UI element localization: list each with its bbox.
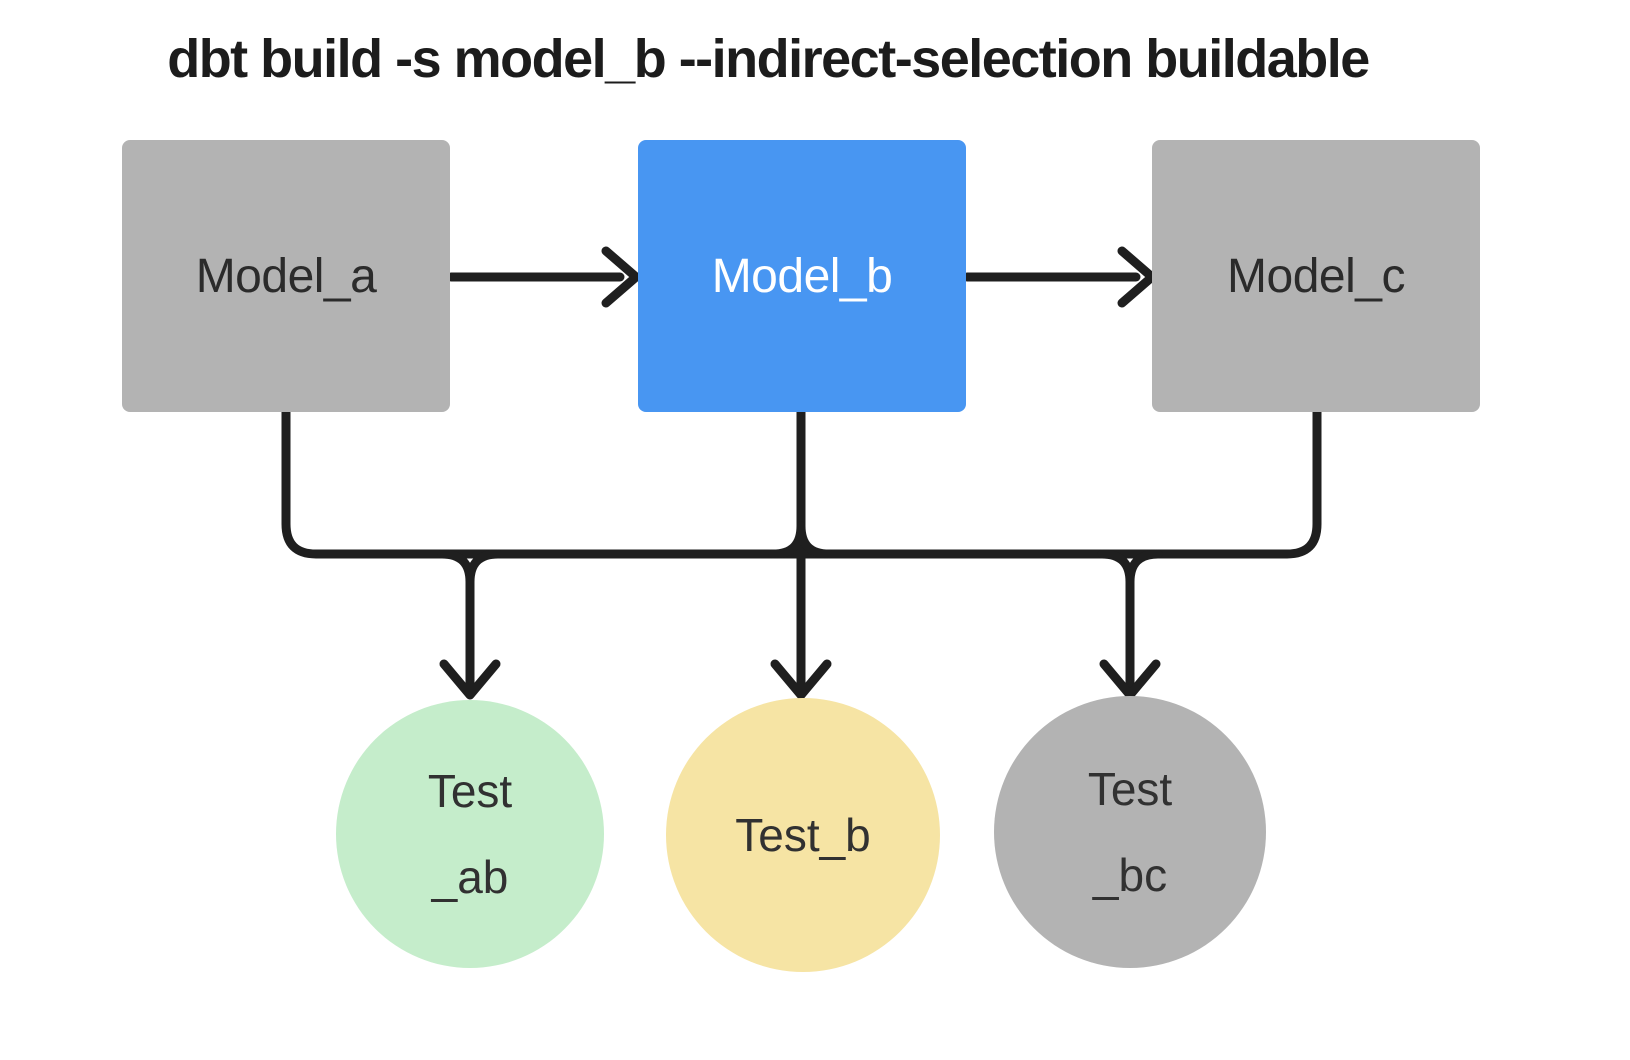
arrowhead-model-b bbox=[601, 246, 641, 308]
node-model-c: Model_c bbox=[1152, 140, 1480, 412]
arrowhead-test-b bbox=[770, 659, 832, 700]
diagram-title: dbt build -s model_b --indirect-selectio… bbox=[167, 29, 1370, 89]
arrowhead-test-ab bbox=[439, 659, 501, 700]
arrowhead-test-bc bbox=[1099, 659, 1161, 700]
node-model-a-label: Model_a bbox=[195, 249, 377, 303]
junction-model-b-flare bbox=[768, 521, 834, 559]
node-model-c-label: Model_c bbox=[1227, 249, 1405, 303]
edge-bus-to-test-bc bbox=[1097, 549, 1163, 693]
node-test-b: Test_b bbox=[666, 698, 940, 972]
node-test-ab-label-line2: _ab bbox=[431, 851, 509, 903]
node-test-b-label: Test_b bbox=[735, 809, 871, 861]
node-model-b-label: Model_b bbox=[711, 249, 893, 303]
node-test-bc-label-line1: Test bbox=[1087, 763, 1173, 815]
node-model-b: Model_b bbox=[638, 140, 966, 412]
node-model-a: Model_a bbox=[122, 140, 450, 412]
edge-bus-to-test-ab bbox=[437, 549, 503, 693]
node-test-ab-label-line1: Test bbox=[427, 765, 513, 817]
node-test-bc-label-line2: _bc bbox=[1092, 849, 1168, 901]
node-test-bc: Test _bc bbox=[994, 696, 1266, 968]
node-test-ab: Test _ab bbox=[336, 700, 604, 968]
